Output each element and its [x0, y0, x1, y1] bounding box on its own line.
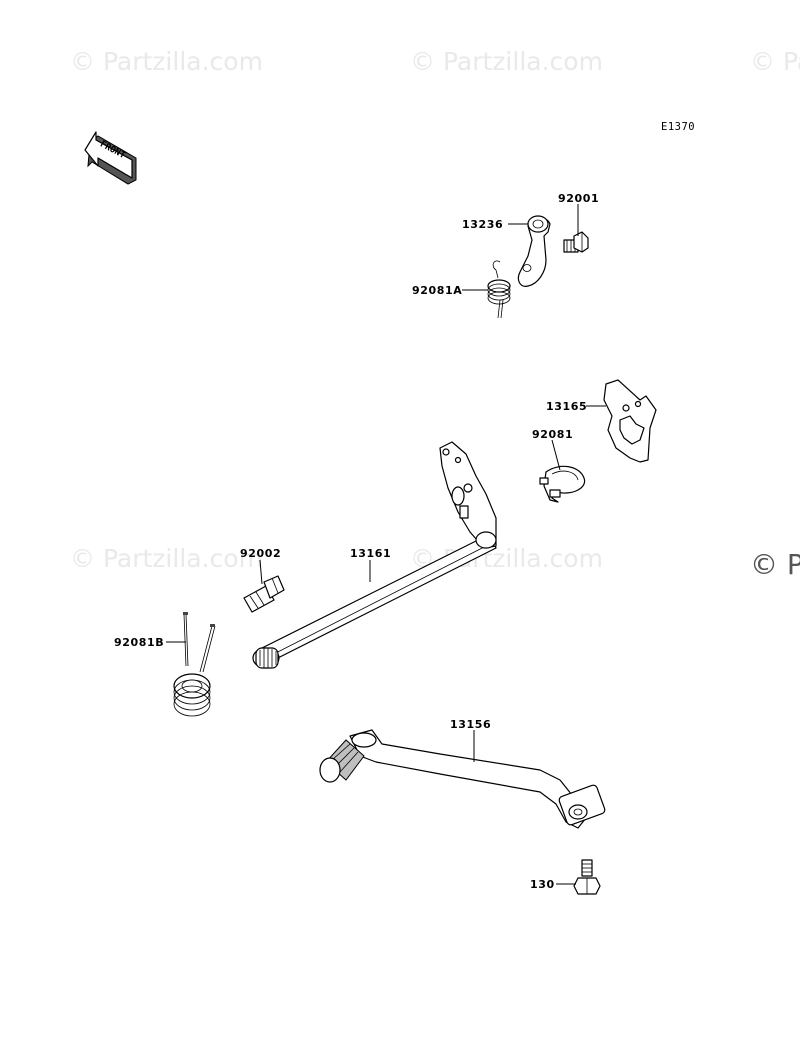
part-label-92081A: 92081A	[412, 284, 463, 297]
part-13236-plate	[517, 215, 551, 287]
part-label-13161: 13161	[350, 547, 392, 560]
part-92081A-spring	[487, 260, 511, 319]
diagram-code: E1370	[661, 121, 696, 133]
part-label-92081: 92081	[532, 428, 574, 441]
part-13161-shift-shaft	[252, 441, 497, 669]
watermark: © Partzilla.com	[70, 47, 263, 76]
watermark: © Partzilla.com	[70, 544, 263, 573]
part-92081B-spring	[173, 612, 216, 717]
leader-92002	[259, 559, 263, 585]
part-label-13236: 13236	[462, 218, 504, 231]
part-92001-bolt	[563, 231, 589, 253]
watermark-partial: © Pa	[750, 548, 800, 581]
part-label-92002: 92002	[240, 547, 282, 560]
part-label-130: 130	[530, 878, 555, 891]
part-label-92081B: 92081B	[114, 636, 165, 649]
part-label-92001: 92001	[558, 192, 600, 205]
part-label-13156: 13156	[450, 718, 492, 731]
watermark: © Partzilla.com	[750, 47, 800, 76]
part-92081-clip	[539, 465, 586, 503]
part-92002-stud	[243, 575, 285, 613]
part-13165-plate	[603, 379, 657, 463]
front-arrow-icon: FRONT	[84, 131, 137, 185]
part-13156-shift-pedal	[319, 729, 606, 829]
part-label-13165: 13165	[546, 400, 588, 413]
watermark: © Partzilla.com	[410, 47, 603, 76]
leader-92081	[551, 439, 561, 471]
part-130-bolt	[573, 859, 601, 895]
